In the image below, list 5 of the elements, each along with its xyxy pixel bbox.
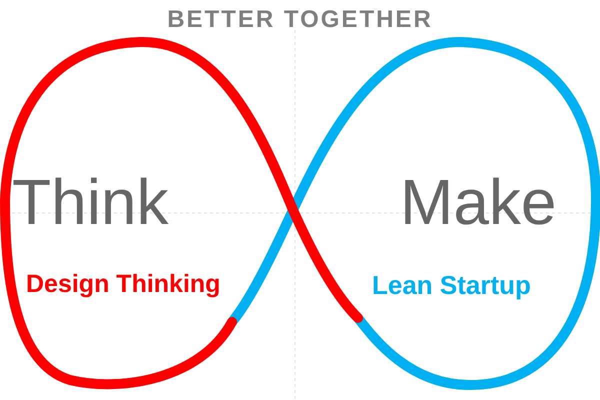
heading-text: Think <box>12 170 168 234</box>
caption-text: Lean Startup <box>372 272 531 298</box>
title: BETTER TOGETHER <box>166 8 434 32</box>
caption-text: Design Thinking <box>26 272 220 297</box>
heading-text: Make <box>400 170 556 234</box>
